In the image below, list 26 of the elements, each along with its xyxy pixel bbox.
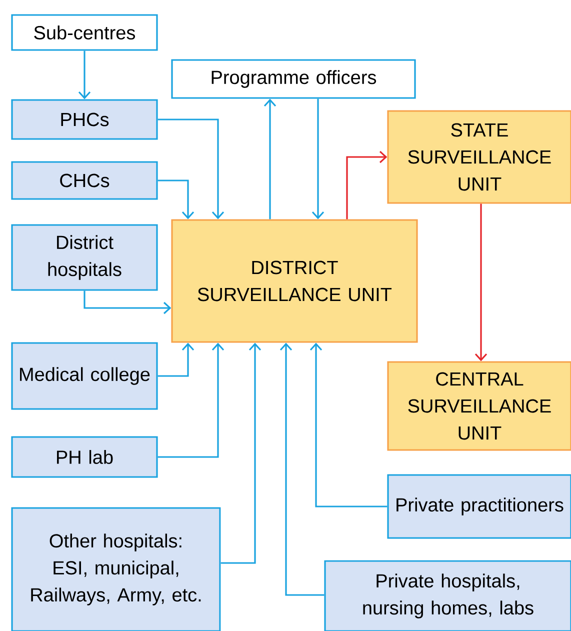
arrow: [264, 98, 276, 220]
arrow: [310, 342, 388, 508]
arrow: [158, 342, 224, 458]
source-box: Private hospitals, nursing homes, labs: [324, 560, 571, 631]
source-box: Other hospitals: ESI, municipal, Railways, Army, etc.: [11, 507, 221, 631]
source-box: Private practitioners: [387, 474, 571, 539]
arrow: [158, 118, 224, 220]
unit-box: DISTRICT SURVEILLANCE UNIT: [171, 219, 418, 343]
unit-box: CENTRAL SURVEILLANCE UNIT: [387, 361, 571, 451]
arrow: [474, 204, 488, 362]
arrow: [220, 342, 262, 564]
arrow: [84, 290, 172, 314]
unit-box: STATE SURVEILLANCE UNIT: [387, 110, 571, 204]
name-box: Sub-centres: [11, 14, 158, 51]
arrow: [158, 180, 194, 220]
arrow: [158, 342, 194, 377]
source-box: PHCs: [11, 99, 158, 140]
arrow: [346, 150, 388, 220]
source-box: PH lab: [11, 436, 158, 478]
arrow: [78, 50, 91, 100]
name-box: Programme officers: [171, 59, 416, 99]
arrow: [280, 342, 324, 596]
source-box: CHCs: [11, 161, 158, 200]
source-box: Medical college: [11, 342, 158, 410]
arrow: [312, 98, 324, 220]
source-box: District hospitals: [11, 224, 158, 291]
